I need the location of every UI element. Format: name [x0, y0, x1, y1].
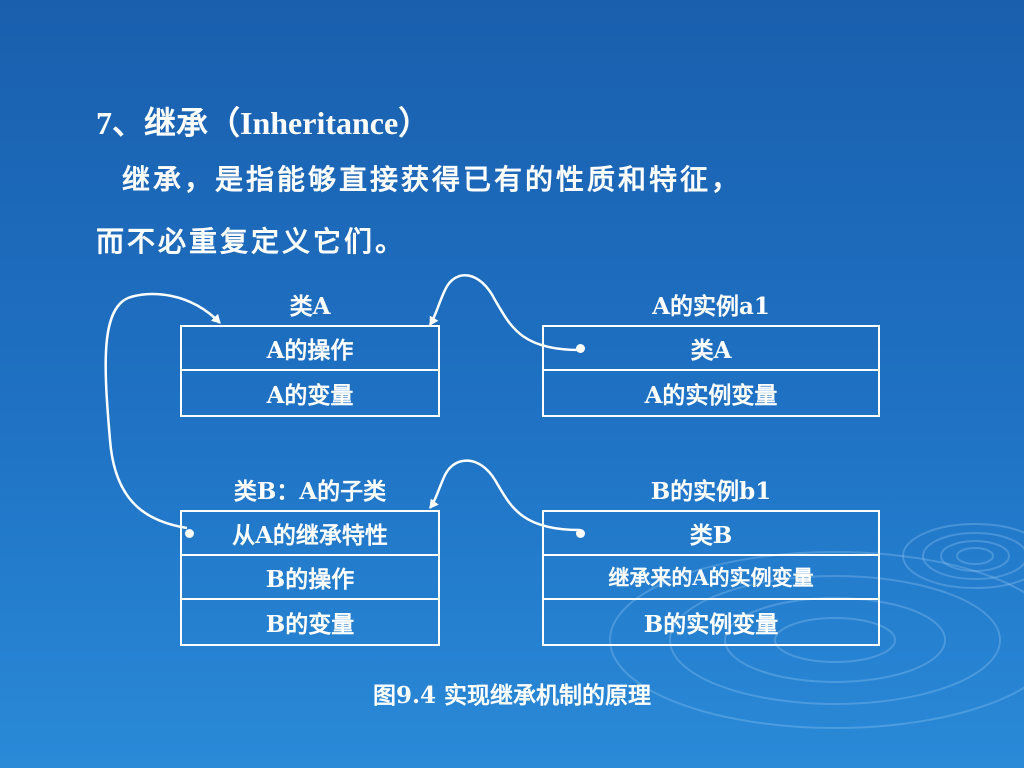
class-a-variables: A的变量	[266, 382, 354, 409]
class-b-box: 从A的继承特性 B的操作 B的变量	[180, 510, 440, 646]
class-b-inherited-text: 从A的继承特性	[232, 522, 388, 549]
pointer-dot	[576, 529, 585, 538]
description-line-2: 而不必重复定义它们。	[96, 225, 407, 258]
pointer-dot	[185, 529, 194, 538]
instance-a1-variables: A的实例变量	[644, 382, 778, 409]
instance-b1-inherited-variables: 继承来的A的实例变量	[544, 556, 878, 600]
class-a-box: A的操作 A的变量	[180, 325, 440, 417]
instance-b1-variables: B的实例变量	[643, 611, 779, 638]
class-a-operations: A的操作	[182, 327, 438, 371]
page-title: 7、继承（Inheritance）	[96, 105, 431, 141]
instance-b1-class-text: 类B	[689, 522, 733, 549]
pointer-dot	[576, 344, 585, 353]
class-b-operations: B的操作	[182, 556, 438, 600]
instance-b1-label: B的实例b1	[650, 478, 772, 505]
figure-caption: 图9.4 实现继承机制的原理	[372, 682, 652, 709]
class-b-label: 类B：A的子类	[233, 478, 387, 505]
instance-b1-class-pointer: 类B	[544, 512, 878, 556]
instance-a1-label: A的实例a1	[652, 293, 770, 320]
instance-a1-box: 类A A的实例变量	[542, 325, 880, 417]
class-a-label: 类A	[289, 293, 331, 320]
instance-a1-class-pointer: 类A	[544, 327, 878, 371]
class-b-variables: B的变量	[265, 611, 355, 638]
instance-b1-box: 类B 继承来的A的实例变量 B的实例变量	[542, 510, 880, 646]
description-line-1: 继承，是指能够直接获得已有的性质和特征，	[122, 163, 743, 196]
instance-a1-class-text: 类A	[690, 337, 732, 364]
class-b-inherited-features: 从A的继承特性	[182, 512, 438, 556]
